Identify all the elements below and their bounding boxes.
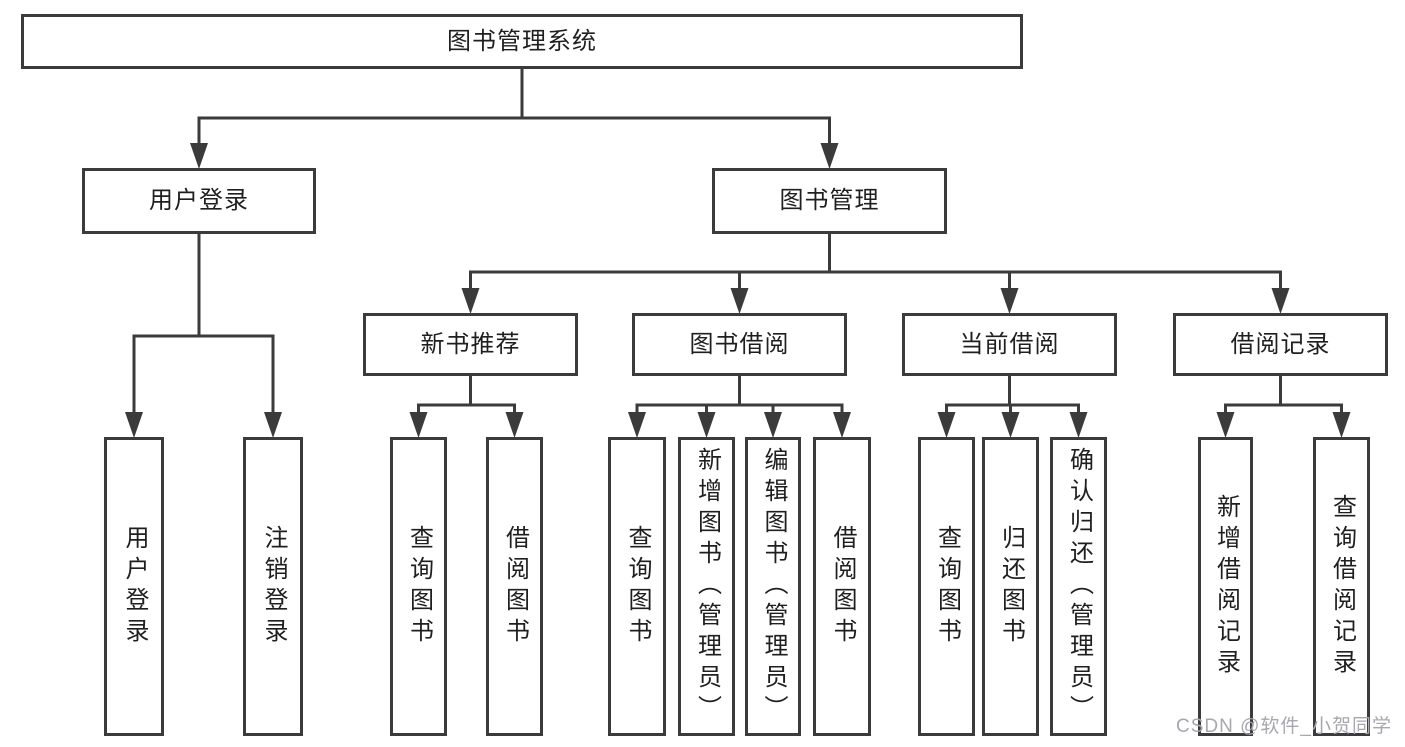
leaf-query-books-current: 查询图书 (918, 437, 975, 736)
leaf-confirm-return-admin: 确认归还（管理员） (1050, 437, 1107, 736)
leaf-edit-books-admin: 编辑图书（管理员） (745, 437, 801, 736)
node-user-login: 用户登录 (82, 168, 316, 234)
node-book-borrowing: 图书借阅 (632, 313, 847, 376)
node-book-management: 图书管理 (712, 168, 947, 234)
node-library-system: 图书管理系统 (21, 14, 1023, 69)
leaf-borrow-books-recommend: 借阅图书 (486, 437, 543, 736)
leaf-user-login: 用户登录 (104, 437, 164, 736)
csdn-watermark: CSDN @软件_小贺同学 (1176, 716, 1392, 737)
node-current-borrowing: 当前借阅 (902, 313, 1117, 376)
leaf-return-books: 归还图书 (982, 437, 1039, 736)
leaf-add-books-admin: 新增图书（管理员） (678, 437, 735, 736)
leaf-query-borrow-record: 查询借阅记录 (1313, 437, 1370, 736)
leaf-borrow-books-borrowing: 借阅图书 (813, 437, 871, 736)
leaf-query-books-borrowing: 查询图书 (608, 437, 666, 736)
leaf-query-books-recommend: 查询图书 (390, 437, 447, 736)
node-new-book-recommend: 新书推荐 (363, 313, 578, 376)
node-borrow-records: 借阅记录 (1173, 313, 1388, 376)
leaf-logout: 注销登录 (243, 437, 303, 736)
leaf-add-borrow-record: 新增借阅记录 (1198, 437, 1253, 736)
